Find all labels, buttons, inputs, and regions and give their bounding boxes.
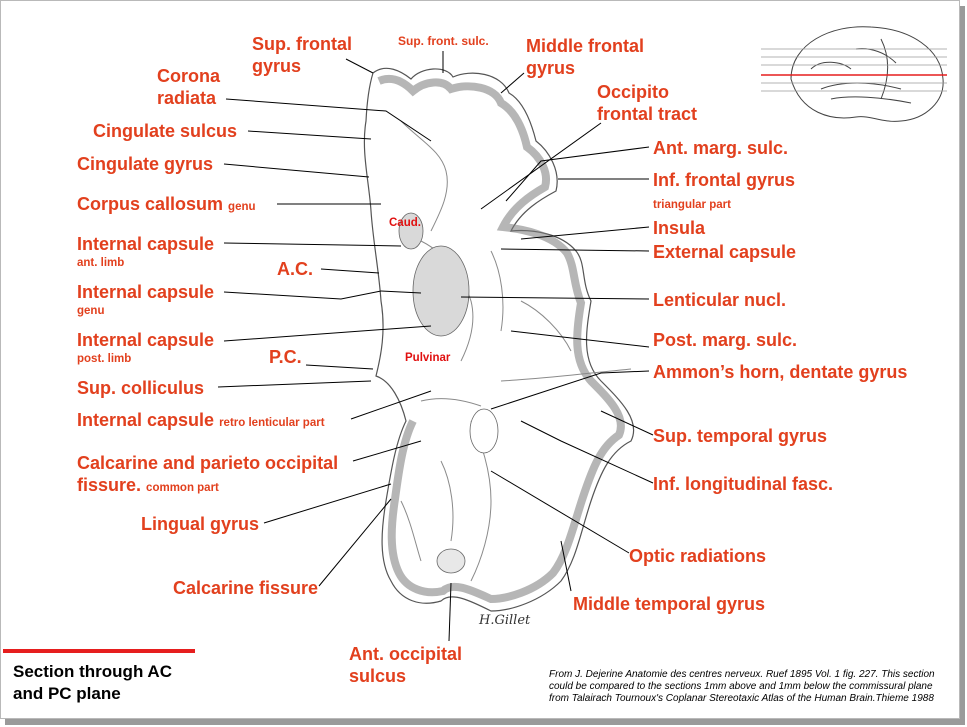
label-corona-radiata: Corona radiata [157,66,220,108]
label-sup-temporal-gyrus: Sup. temporal gyrus [653,426,828,446]
cortex-band [377,74,625,604]
label-corpus-callosum: Corpus callosum genu [77,194,256,214]
sagittal-thumbnail [761,26,947,122]
label-occipito-frontal-tract: Occipito frontal tract [597,82,698,124]
label-ant-marg-sulc: Ant. marg. sulc. [653,138,789,158]
label-sup-front-sulc: Sup. front. sulc. [398,34,489,48]
label-inf-longitudinal-fasc: Inf. longitudinal fasc. [653,474,833,494]
label-calcarine-parieto: Calcarine and parieto occipital fissure.… [77,453,339,495]
source-credit: From J. Dejerine Anatomie des centres ne… [549,669,935,704]
label-caud: Caud. [389,217,421,229]
label-middle-frontal-gyrus: Middle frontal gyrus [526,36,644,78]
label-calcarine-fissure: Calcarine fissure [173,578,319,598]
label-ammons-horn: Ammon’s horn, dentate gyrus [653,362,908,382]
label-lenticular-nucl: Lenticular nucl. [653,290,787,310]
section-outline [363,67,635,612]
label-pulvinar: Pulvinar [405,352,451,364]
label-sup-frontal-gyrus: Sup. frontal gyrus [252,34,352,76]
label-pc: P.C. [269,347,302,367]
label-internal-capsule-retro: Internal capsule retro lenticular part [77,410,325,430]
label-cingulate-sulcus: Cingulate sulcus [93,121,238,141]
label-optic-radiations: Optic radiations [629,546,767,566]
footer-accent-bar [3,649,195,653]
label-cingulate-gyrus: Cingulate gyrus [77,154,214,174]
label-ant-occipital-sulcus: Ant. occipital sulcus [349,644,463,686]
label-lingual-gyrus: Lingual gyrus [141,514,260,534]
label-external-capsule: External capsule [653,242,797,262]
label-sup-colliculus: Sup. colliculus [77,378,205,398]
label-insula: Insula [653,218,706,238]
label-post-marg-sulc: Post. marg. sulc. [653,330,798,350]
artist-signature: H.Gillet [479,613,531,628]
label-ac: A.C. [277,259,313,279]
footer-title: Section through AC and PC plane [13,662,172,703]
label-middle-temporal-gyrus: Middle temporal gyrus [573,594,766,614]
